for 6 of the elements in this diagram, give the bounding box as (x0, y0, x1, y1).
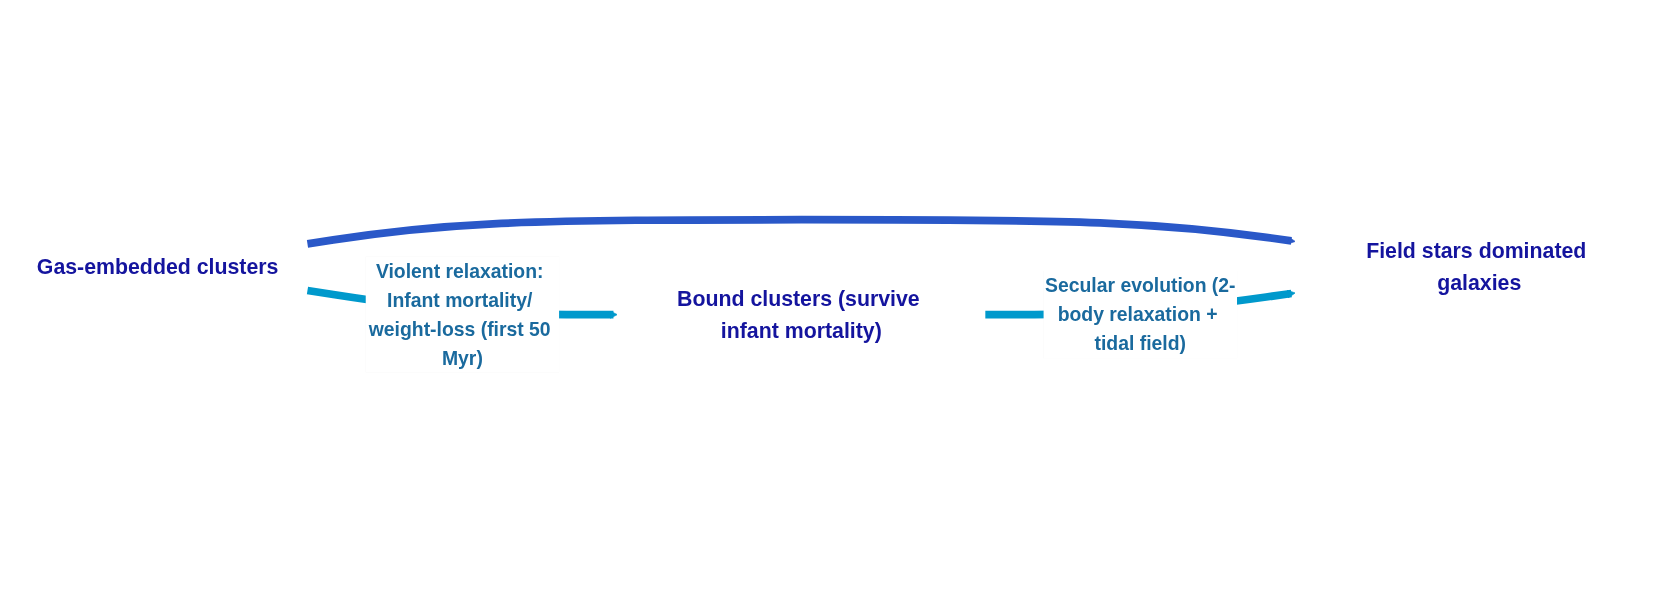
node-text: Bound clusters (survive infant mortality) (677, 286, 920, 343)
node-text: Field stars dominated galaxies (1366, 238, 1587, 296)
node-text: Gas-embedded clusters (36, 254, 279, 280)
edge-label: Secular evolution (2-body relaxation + tidal field) (1045, 274, 1236, 355)
edge-label: Violent relaxation: Infant mortality/ weight-loss (first 50 Myr) (368, 260, 551, 369)
arrow (306, 215, 1296, 248)
